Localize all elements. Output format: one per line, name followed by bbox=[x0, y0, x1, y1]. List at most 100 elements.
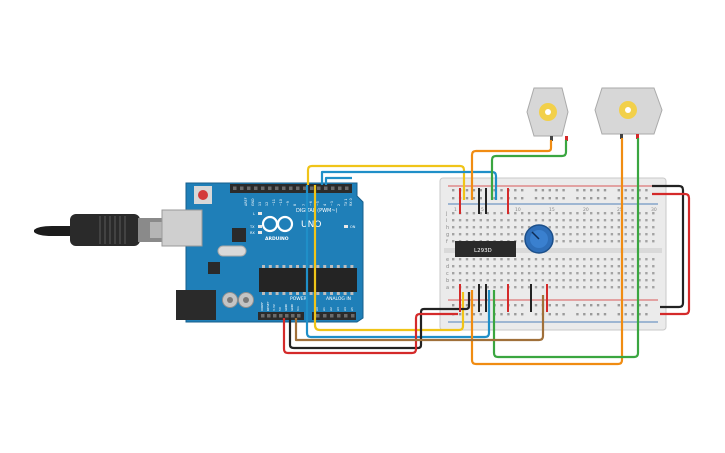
wire-green-motor2[interactable] bbox=[492, 138, 640, 359]
terminal-hole bbox=[486, 258, 489, 261]
terminal-hole bbox=[486, 286, 489, 289]
rail-hole bbox=[458, 313, 462, 316]
terminal-hole bbox=[500, 286, 503, 289]
wire-red-rail[interactable] bbox=[652, 192, 691, 316]
potentiometer[interactable] bbox=[524, 224, 554, 254]
wire-red-5v[interactable] bbox=[282, 312, 458, 355]
wire-yellow-top[interactable] bbox=[306, 164, 466, 200]
terminal-hole bbox=[569, 272, 572, 275]
terminal-hole bbox=[583, 258, 586, 261]
terminal-hole bbox=[458, 226, 462, 229]
terminal-hole bbox=[465, 233, 469, 236]
column-number: 5 bbox=[481, 207, 484, 213]
rail-hole bbox=[583, 197, 586, 200]
terminal-hole bbox=[493, 219, 496, 222]
terminal-hole bbox=[596, 240, 600, 243]
terminal-hole bbox=[617, 226, 620, 229]
terminal-hole bbox=[548, 226, 551, 229]
terminal-hole bbox=[555, 212, 558, 215]
usb-cable[interactable] bbox=[34, 214, 164, 246]
led-tx bbox=[258, 225, 262, 228]
rail-hole bbox=[638, 197, 641, 200]
terminal-hole bbox=[555, 226, 558, 229]
motor-2-terminal bbox=[636, 134, 639, 139]
terminal-hole bbox=[652, 240, 655, 243]
wire-black-gnd[interactable] bbox=[288, 292, 471, 350]
rail-hole bbox=[576, 197, 579, 200]
rail-hole bbox=[493, 197, 496, 200]
chip-pin bbox=[336, 265, 340, 268]
terminal-hole bbox=[638, 219, 641, 222]
terminal-hole bbox=[472, 265, 476, 268]
terminal-hole bbox=[555, 265, 558, 268]
wire-green-motor1[interactable] bbox=[490, 140, 568, 200]
terminal-hole bbox=[652, 272, 655, 275]
arduino-uno[interactable]: AREF GND 13 12 ~11 ~10 ~9 8 7 ~6 ~5 4 ~3… bbox=[161, 182, 364, 323]
rail-hole bbox=[638, 304, 641, 307]
terminal-hole bbox=[500, 233, 503, 236]
terminal-hole bbox=[576, 219, 579, 222]
rail-hole bbox=[472, 304, 476, 307]
terminal-hole bbox=[617, 240, 620, 243]
wire-orange-motor2[interactable] bbox=[470, 138, 624, 366]
terminal-hole bbox=[562, 233, 565, 236]
rail-hole bbox=[631, 304, 634, 307]
chip-pin bbox=[302, 292, 306, 295]
terminal-hole bbox=[590, 286, 593, 289]
terminal-hole bbox=[562, 286, 565, 289]
wire-brown-analog[interactable] bbox=[294, 295, 545, 342]
terminal-hole bbox=[610, 258, 614, 261]
terminal-hole bbox=[645, 279, 648, 282]
rail-hole bbox=[472, 197, 476, 200]
rail-hole bbox=[548, 313, 551, 316]
terminal-hole bbox=[500, 219, 503, 222]
led-label: L bbox=[253, 212, 255, 216]
l293d-label: L293D bbox=[474, 248, 492, 254]
terminal-hole bbox=[465, 279, 469, 282]
chip-pin bbox=[330, 265, 333, 268]
terminal-hole bbox=[638, 258, 641, 261]
wire-black-rail[interactable] bbox=[652, 184, 685, 309]
header-pin bbox=[351, 314, 355, 318]
analog-header-title: ANALOG IN bbox=[326, 296, 351, 302]
wire-yellow-bottom[interactable] bbox=[313, 185, 465, 332]
terminal-hole bbox=[576, 233, 579, 236]
rail-hole bbox=[555, 189, 558, 192]
usb-chip bbox=[232, 228, 246, 242]
rail-hole bbox=[472, 189, 476, 192]
terminal-hole bbox=[617, 272, 620, 275]
terminal-hole bbox=[555, 286, 558, 289]
wire-orange-motor1[interactable] bbox=[470, 140, 553, 200]
chip-pin bbox=[330, 292, 333, 295]
chip-pin bbox=[268, 292, 272, 295]
terminal-hole bbox=[479, 258, 482, 261]
terminal-hole bbox=[596, 286, 600, 289]
terminal-hole bbox=[652, 279, 655, 282]
terminal-hole bbox=[465, 219, 469, 222]
rail-hole bbox=[465, 304, 469, 307]
terminal-hole bbox=[652, 226, 655, 229]
wire-blue-short[interactable] bbox=[324, 176, 352, 185]
terminal-hole bbox=[472, 279, 476, 282]
terminal-hole bbox=[521, 219, 524, 222]
l293d-driver[interactable]: L293D bbox=[455, 241, 516, 257]
breadboard-channel bbox=[444, 248, 662, 253]
terminal-hole bbox=[548, 286, 551, 289]
terminal-hole bbox=[452, 279, 455, 282]
pin-label: TX 1 bbox=[344, 199, 348, 207]
terminal-hole bbox=[472, 233, 476, 236]
rail-hole bbox=[514, 304, 517, 307]
dc-motor-1[interactable] bbox=[526, 87, 569, 141]
terminal-hole bbox=[493, 212, 496, 215]
terminal-hole bbox=[465, 258, 469, 261]
pin-label: A0 bbox=[315, 307, 319, 311]
chip-pin bbox=[289, 292, 293, 295]
terminal-hole bbox=[521, 286, 524, 289]
reset-button[interactable] bbox=[198, 190, 208, 200]
dc-motor-2[interactable] bbox=[594, 87, 663, 139]
terminal-hole bbox=[652, 286, 655, 289]
breadboard[interactable]: j i h g f e d c b a 1 5 10 15 20 25 30 bbox=[439, 177, 667, 331]
wire-blue-bottom[interactable] bbox=[305, 185, 491, 339]
led-label: ON bbox=[350, 225, 356, 229]
